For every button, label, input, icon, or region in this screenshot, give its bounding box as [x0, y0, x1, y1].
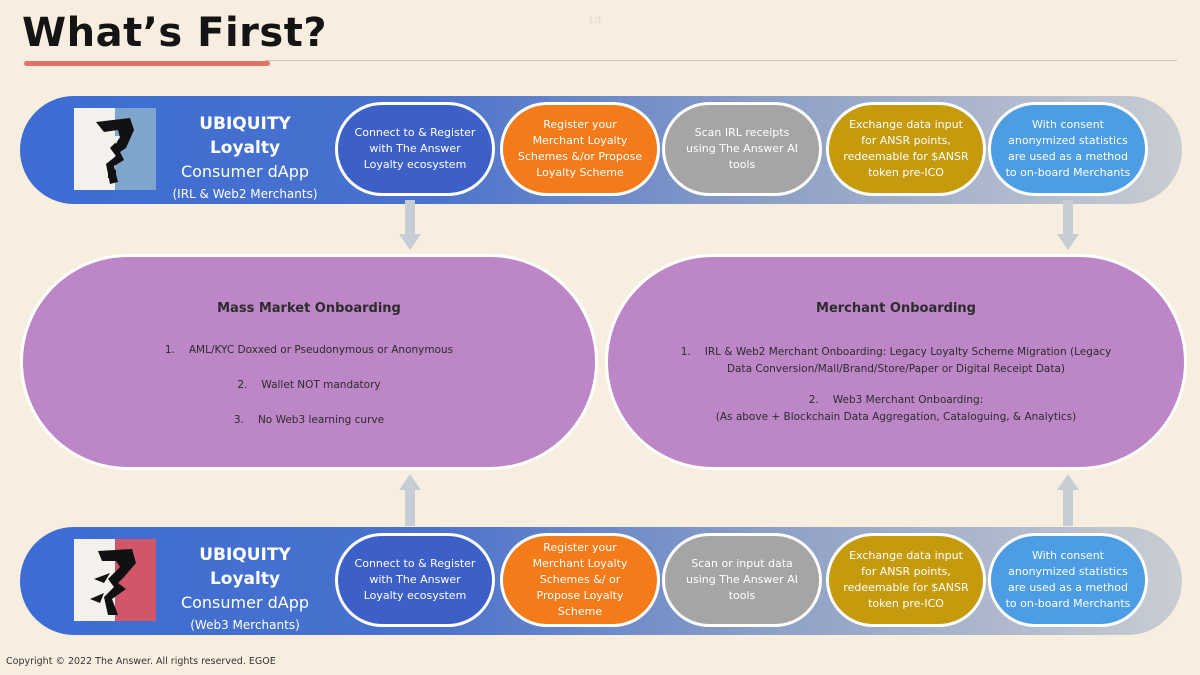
list-item: 3.No Web3 learning curve	[233, 414, 385, 426]
list-item: 2.Wallet NOT mandatory	[237, 379, 381, 391]
app-label: UBIQUITY Loyalty Consumer dApp (Web3 Mer…	[170, 543, 320, 635]
title-underline	[24, 61, 270, 66]
step-exchange-data: Exchange data input for ANSR points, red…	[826, 533, 986, 627]
app-title: UBIQUITY Loyalty	[199, 114, 291, 158]
app-scope: (Web3 Merchants)	[190, 618, 300, 632]
page-title: What’s First?	[22, 10, 328, 56]
arrow-up-icon	[1057, 474, 1079, 526]
merchant-onboarding: Merchant Onboarding 1.IRL & Web2 Merchan…	[605, 254, 1187, 470]
step-anonymized-stats: With consent anonymized statistics are u…	[988, 533, 1148, 627]
mass-market-title: Mass Market Onboarding	[217, 301, 401, 316]
app-subtitle: Consumer dApp	[180, 593, 310, 612]
list-item: 1.IRL & Web2 Merchant Onboarding: Legacy…	[680, 346, 1112, 375]
top-pipeline: UBIQUITY Loyalty Consumer dApp (IRL & We…	[20, 96, 1182, 204]
app-title: UBIQUITY Loyalty	[199, 545, 291, 589]
app-label: UBIQUITY Loyalty Consumer dApp (IRL & We…	[170, 112, 320, 204]
step-register-scheme: Register your Merchant Loyalty Schemes &…	[500, 533, 660, 627]
step-connect-register: Connect to & Register with The Answer Lo…	[335, 533, 495, 627]
step-exchange-data: Exchange data input for ANSR points, red…	[826, 102, 986, 196]
arrow-down-icon	[1057, 200, 1079, 252]
merchant-title: Merchant Onboarding	[816, 301, 976, 316]
arrow-up-icon	[399, 474, 421, 526]
step-register-scheme: Register your Merchant Loyalty Schemes &…	[500, 102, 660, 196]
title-divider	[265, 60, 1177, 61]
step-connect-register: Connect to & Register with The Answer Lo…	[335, 102, 495, 196]
app-subtitle: Consumer dApp	[180, 162, 310, 181]
step-scan-receipts: Scan IRL receipts using The Answer AI to…	[662, 102, 822, 196]
app-scope: (IRL & Web2 Merchants)	[172, 187, 318, 201]
the-answer-logo-icon	[74, 108, 156, 190]
step-scan-input-data: Scan or input data using The Answer AI t…	[662, 533, 822, 627]
the-answer-logo-icon	[74, 539, 156, 621]
page-number: 1/1	[588, 16, 603, 26]
list-item: 1.AML/KYC Doxxed or Pseudonymous or Anon…	[164, 344, 454, 356]
bottom-pipeline: UBIQUITY Loyalty Consumer dApp (Web3 Mer…	[20, 527, 1182, 635]
arrow-down-icon	[399, 200, 421, 252]
copyright-notice: Copyright © 2022 The Answer. All rights …	[6, 656, 276, 667]
list-item: 2.Web3 Merchant Onboarding: (As above + …	[715, 394, 1077, 423]
step-anonymized-stats: With consent anonymized statistics are u…	[988, 102, 1148, 196]
mass-market-onboarding: Mass Market Onboarding 1.AML/KYC Doxxed …	[20, 254, 598, 470]
